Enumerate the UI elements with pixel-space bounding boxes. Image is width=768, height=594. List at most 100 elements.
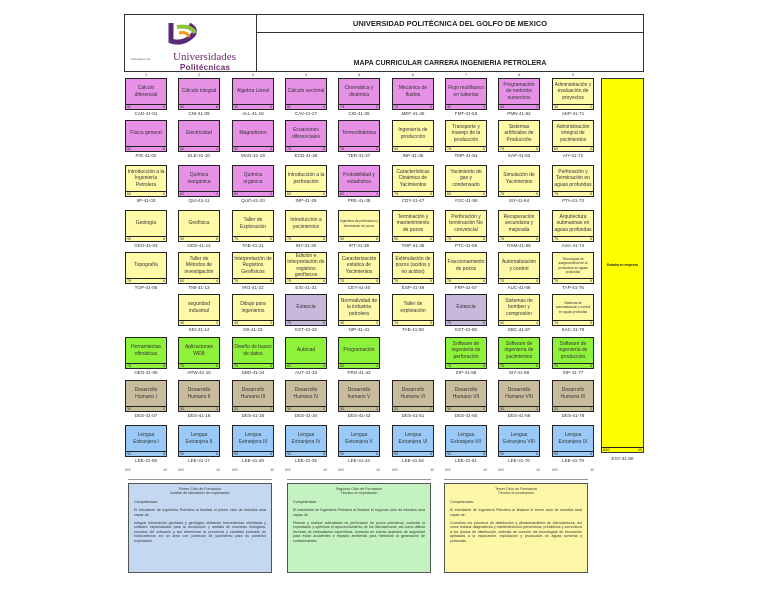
course-hours: 30 (287, 407, 292, 411)
course-name: Caracterización estatica de Yacimientos (341, 255, 377, 275)
course-hours: 90 (180, 105, 185, 109)
course-name: Lengua Extranjera IX (558, 432, 588, 445)
logo-small-text: Subsistema de (131, 57, 151, 61)
course-hours: 75 (554, 279, 559, 283)
course-credits: 5 (589, 364, 592, 368)
logo: Subsistema de Universidades Politécnicas (125, 15, 257, 72)
course-name: Desarrollo Humano VIII (505, 387, 533, 400)
course-hours: 60 (287, 364, 292, 368)
course-hours: 45 (180, 321, 185, 325)
course-code: DII-41-23 (243, 327, 263, 332)
course-code: INY-41-30 (295, 243, 317, 248)
course-name: Estancia (296, 304, 316, 311)
university-logo-icon (168, 22, 197, 45)
course-credits: 5 (535, 147, 538, 151)
course-name: Ingeniería de producción (398, 127, 428, 140)
course-code: AUT-41-33 (294, 370, 318, 375)
course-credits: 6 (162, 452, 165, 456)
course-name: Software de ingeniería de yacimientos (504, 340, 534, 360)
course-code: MEF-41-45 (401, 111, 425, 116)
course-name: Química inorgánica (187, 172, 211, 185)
course-credits: 5 (482, 237, 485, 241)
course-footer: 60 4 (126, 191, 166, 196)
course-credits: 6 (482, 452, 485, 456)
course-credits: 2 (535, 407, 538, 411)
course-hours: 75 (127, 364, 132, 368)
course-credits: 2 (589, 105, 592, 109)
course-code: DES-41-43 (347, 413, 371, 418)
course-code: CEY-41-40 (347, 285, 371, 290)
course-footer: 75 5 (553, 363, 593, 368)
course-credits: 4 (375, 192, 378, 196)
course-code: AIY-41-72 (562, 153, 584, 158)
course-code: LEE-41-52 (402, 458, 424, 463)
cycle-box-3: Tercer Ciclo de Formación Técnico en pro… (444, 483, 588, 573)
course-code: ECD-41-28 (294, 153, 318, 158)
course-hours: 75 (500, 364, 505, 368)
course-hours: 75 (340, 279, 345, 283)
course-name: Ecuaciones diferenciales (291, 127, 321, 140)
course-credits: 5 (162, 279, 165, 283)
course-hours: 45 (340, 321, 345, 325)
course-hours: 60 (127, 192, 132, 196)
course-hours: 60 (234, 192, 239, 196)
course-hours: 75 (394, 321, 399, 325)
course-hours: 75 (500, 279, 505, 283)
course-code: INP-41-46 (402, 153, 424, 158)
internship-footer: 600 40 (602, 447, 643, 452)
course-hours: 75 (554, 364, 559, 368)
course-name: Topografía (134, 262, 158, 269)
cycle-heading: Competencias: (450, 499, 474, 504)
course-hours: 60 (180, 147, 185, 151)
course-hours: 75 (234, 364, 239, 368)
total-credits: 40 (430, 468, 434, 472)
divider (444, 479, 588, 480)
course-code: QUI-41-11 (188, 198, 210, 203)
course-code: LEE-41-44 (348, 458, 370, 463)
course-hours: 60 (554, 147, 559, 151)
course-hours: 75 (554, 321, 559, 325)
course-code: SEI-41-14 (188, 327, 210, 332)
course-hours: 45 (234, 321, 239, 325)
course-code: CAV-41-27 (294, 111, 318, 116)
internship-code: EST-41-80 (611, 456, 634, 461)
course-code: PRO-41-42 (347, 370, 371, 375)
course-code: ALL-41-18 (242, 111, 264, 116)
course-credits: 5 (322, 321, 325, 325)
course-name: Cinemática y dinámica (344, 85, 374, 98)
course-hours: 75 (234, 279, 239, 283)
course-credits: 5 (322, 147, 325, 151)
course-hours: 75 (340, 105, 345, 109)
course-code: PTA-41-73 (562, 198, 584, 203)
course-hours: 30 (394, 407, 399, 411)
course-credits: 4 (162, 192, 165, 196)
course-code: PTC-41-56 (454, 243, 478, 248)
course-hours: 90 (180, 452, 185, 456)
course-hours: 30 (447, 407, 452, 411)
course-hours: 90 (127, 105, 132, 109)
course-credits: 4 (322, 364, 325, 368)
course-credits: 4 (482, 192, 485, 196)
course-hours: 75 (447, 237, 452, 241)
